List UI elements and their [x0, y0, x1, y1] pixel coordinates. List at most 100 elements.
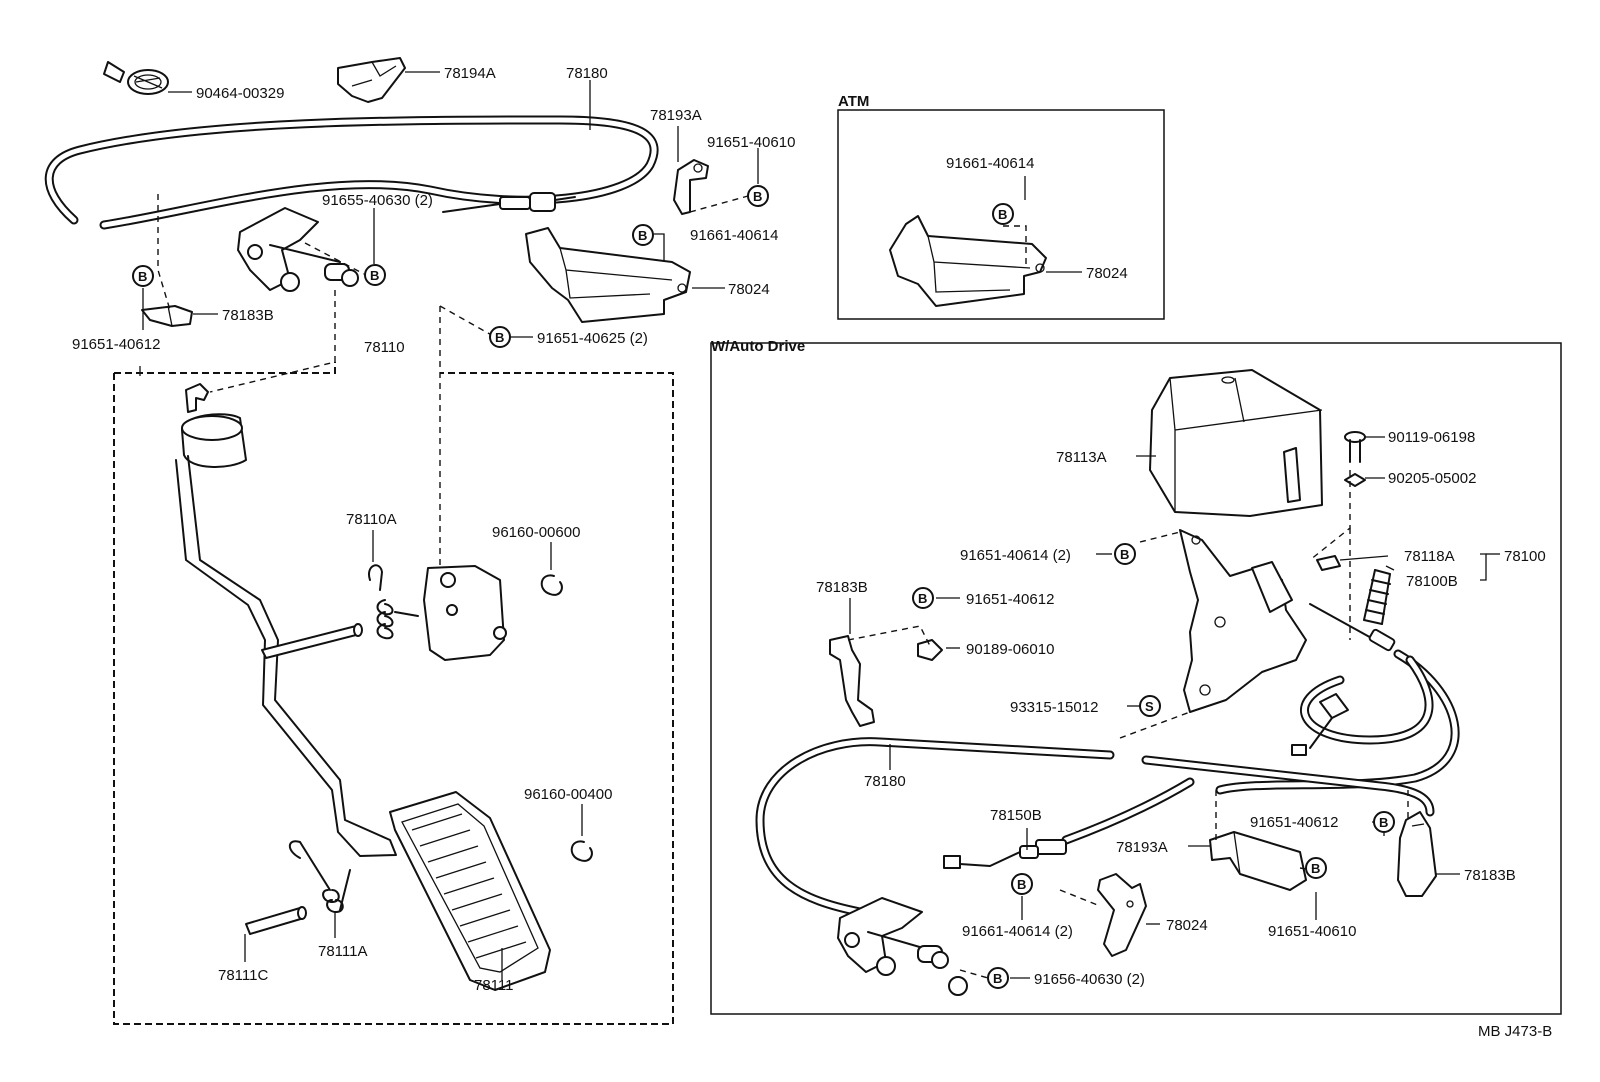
label-78180-ad: 78180 [864, 773, 906, 790]
label-91651-40610-top: 91651-40610 [707, 134, 795, 151]
label-78100: 78100 [1504, 548, 1546, 565]
bracket-78193a-top-icon [673, 159, 709, 215]
actuator-link-lever-icon [1179, 529, 1307, 713]
label-78111c: 78111C [218, 967, 268, 984]
label-78110a: 78110A [346, 511, 397, 528]
atm-heading: ATM [838, 93, 869, 110]
guide-line [847, 625, 931, 647]
svg-text:B: B [138, 269, 147, 284]
bolt-mark-b: B [912, 587, 934, 609]
piece-78118a-icon [1316, 555, 1341, 571]
guide-line [1059, 889, 1101, 907]
guide-line [157, 194, 171, 311]
label-78180-top: 78180 [566, 65, 608, 82]
bracket-78183b-ad2-icon [1397, 811, 1437, 897]
bolt-mark-b: B [364, 264, 386, 286]
cable-link-bracket-ad-icon [837, 897, 968, 996]
cable-link-bracket-icon [237, 207, 359, 292]
svg-text:B: B [993, 971, 1002, 986]
washer-90205-05002-icon [1344, 473, 1366, 487]
cable-78150b-icon [943, 777, 1195, 869]
return-spring-78110a-icon [368, 564, 419, 640]
pedal-pad-icon [389, 791, 551, 991]
atm-bracket-78024-icon [889, 215, 1047, 307]
svg-text:S: S [1145, 699, 1154, 714]
svg-text:B: B [370, 268, 379, 283]
bolt-mark-b: B [1114, 543, 1136, 565]
pedal-bracket-plate-icon [423, 565, 507, 661]
auto-drive-heading: W/Auto Drive [711, 338, 805, 355]
label-78183b-ad2: 78183B [1464, 867, 1516, 884]
label-91655-40630: 91655-40630 (2) [322, 192, 433, 209]
svg-text:B: B [1311, 861, 1320, 876]
label-91661-40614-atm: 91661-40614 [946, 155, 1034, 172]
clip-96160-00600-icon [540, 574, 563, 596]
bracket-78194a-icon [337, 57, 406, 103]
pedal-shaft-icon [261, 623, 363, 659]
guide-line [959, 969, 989, 979]
pedal-arm-icon [175, 383, 397, 857]
label-90189-06010: 90189-06010 [966, 641, 1054, 658]
guide-line [1003, 225, 1027, 268]
bracket-78024-ad-icon [1097, 873, 1147, 957]
label-91661-40614-top: 91661-40614 [690, 227, 778, 244]
bracket-78193a-ad-icon [1209, 831, 1307, 891]
clip-96160-00400-icon [570, 840, 593, 862]
label-78110: 78110 [364, 339, 405, 356]
bolt-mark-b: B [489, 326, 511, 348]
label-91661-40614-ad: 91661-40614 (2) [962, 923, 1073, 940]
label-93315-15012: 93315-15012 [1010, 699, 1098, 716]
svg-text:B: B [1017, 877, 1026, 892]
pedal-assembly-box [113, 362, 674, 1025]
label-78111a: 78111A [318, 943, 368, 960]
leader-lines [139, 71, 1500, 980]
bolt-mark-b: B [1305, 857, 1327, 879]
guide-line [304, 242, 365, 275]
label-91651-40612-ad2: 91651-40612 [1250, 814, 1338, 831]
svg-text:B: B [495, 330, 504, 345]
atm-box [837, 109, 1165, 320]
label-78113a: 78113A [1056, 449, 1107, 466]
label-78183b-ad: 78183B [816, 579, 868, 596]
cable-clamp-icon [103, 61, 169, 95]
label-90119-06198: 90119-06198 [1388, 429, 1475, 446]
label-78193a-top: 78193A [650, 107, 702, 124]
guide-line [689, 195, 749, 213]
pin-78111c-icon [245, 906, 307, 935]
bolt-mark-b: B [747, 185, 769, 207]
svg-text:B: B [918, 591, 927, 606]
label-90205-05002: 90205-05002 [1388, 470, 1476, 487]
label-91651-40610-ad: 91651-40610 [1268, 923, 1356, 940]
bolt-mark-b: B [992, 203, 1014, 225]
label-78118a: 78118A [1404, 548, 1455, 565]
label-78150b: 78150B [990, 807, 1042, 824]
reference-code: MB J473-B [1478, 1023, 1552, 1040]
auto-drive-box [710, 342, 1562, 1015]
label-96160-00400: 96160-00400 [524, 786, 612, 803]
accelerator-cable-top [44, 115, 659, 230]
svg-text:B: B [1379, 815, 1388, 830]
label-78194a: 78194A [444, 65, 496, 82]
bolt-mark-b: B [132, 265, 154, 287]
label-78024-top: 78024 [728, 281, 770, 298]
guide-line [1299, 867, 1313, 871]
label-78024-atm: 78024 [1086, 265, 1128, 282]
cable-end-fitting-top [442, 192, 576, 213]
svg-text:B: B [753, 189, 762, 204]
stud-mark-s: S [1139, 695, 1161, 717]
screw-90119-06198-icon [1344, 431, 1366, 463]
guide-line [439, 305, 496, 338]
label-91651-40612-ad: 91651-40612 [966, 591, 1054, 608]
label-90464-00329: 90464-00329 [196, 85, 284, 102]
nut-90189-06010-icon [917, 639, 943, 661]
bracket-78024-top-icon [525, 227, 691, 323]
bracket-78183b-top-icon [141, 305, 193, 327]
bolt-mark-b: B [1373, 811, 1395, 833]
guide-line [1139, 531, 1181, 543]
label-78100b: 78100B [1406, 573, 1458, 590]
cable-connector-icon [1291, 693, 1349, 756]
svg-text:B: B [998, 207, 1007, 222]
label-91656-40630: 91656-40630 (2) [1034, 971, 1145, 988]
label-78111: 78111 [474, 977, 514, 994]
